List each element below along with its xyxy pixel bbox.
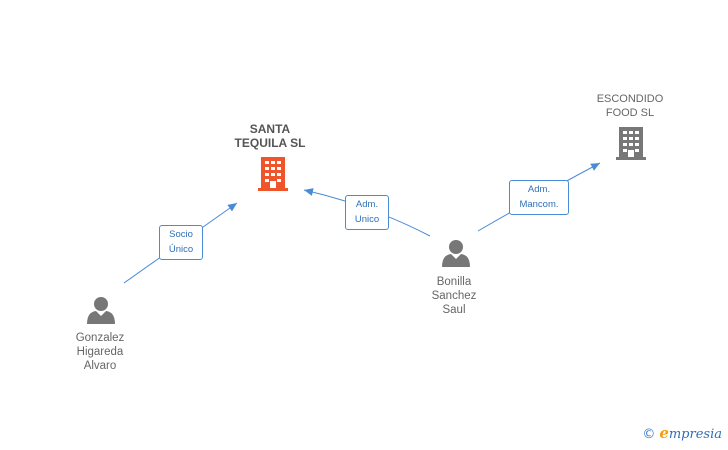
brand-initial: e — [659, 424, 669, 442]
relation-label-adm-unico: Adm. Unico — [345, 195, 389, 230]
brand-name: mpresia — [668, 427, 722, 442]
empresia-logo: ©empresia — [642, 424, 722, 442]
company-label-santa-tequila[interactable]: SANTA TEQUILA SL — [234, 122, 306, 150]
relation-label-socio-unico: Socio Único — [159, 225, 203, 260]
copyright-symbol: © — [642, 427, 656, 442]
building-icon-escondido[interactable] — [616, 127, 646, 160]
person-icon-bonilla[interactable] — [442, 240, 470, 267]
person-label-bonilla[interactable]: Bonilla Sanchez Saul — [431, 276, 477, 316]
company-label-escondido[interactable]: ESCONDIDO FOOD SL — [596, 93, 664, 119]
building-icon-santa-tequila[interactable] — [258, 157, 288, 191]
person-icon-gonzalez[interactable] — [87, 297, 115, 324]
person-label-gonzalez[interactable]: Gonzalez Higareda Alvaro — [75, 332, 125, 372]
relation-label-adm-mancom: Adm. Mancom. — [509, 180, 569, 215]
